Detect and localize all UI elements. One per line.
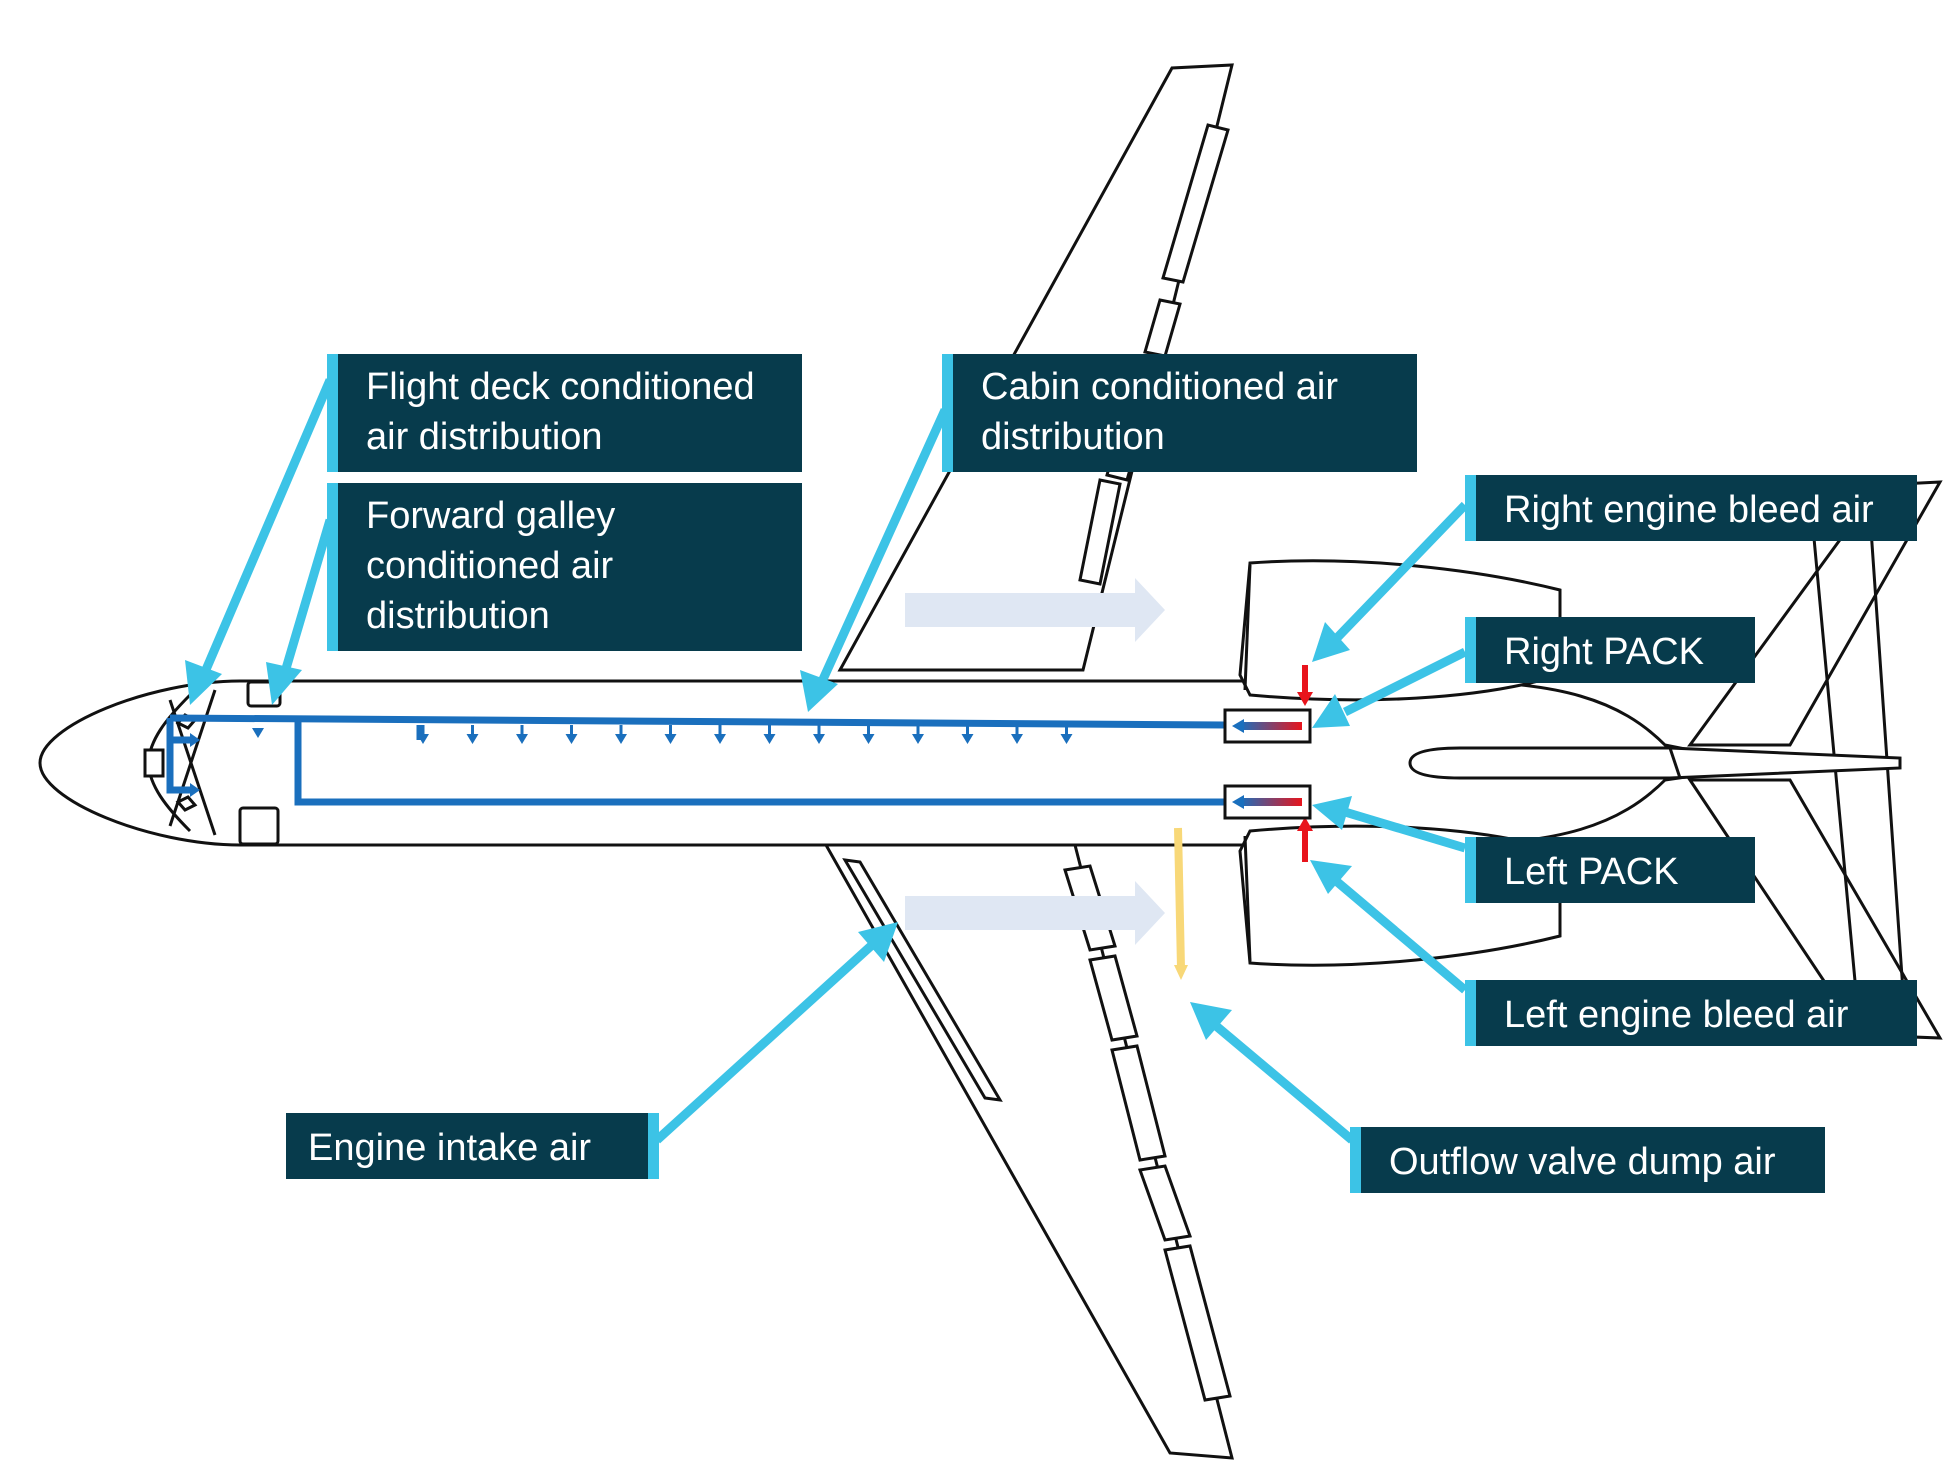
leader-lines [185,378,1469,1144]
down-arrow-icon [664,734,677,744]
left-pack-label: Left PACK [1465,837,1755,903]
forward-galley-label: Forward galley conditioned air distribut… [327,483,802,651]
outflow-valve-label: Outflow valve dump air [1350,1127,1825,1193]
down-arrow-icon [466,734,479,744]
lower-wing [823,843,1234,1460]
right-pack-label: Right PACK [1465,617,1755,683]
intake-air-arrows [905,578,1165,945]
down-arrow-icon [763,734,776,744]
down-arrow-icon [862,734,875,744]
down-arrow-icon [813,734,825,744]
cabin-label: Cabin conditioned air distribution [942,354,1417,472]
down-arrow-icon [912,734,924,744]
pack-box-icon [1223,708,1312,820]
down-arrow-icon [1060,734,1073,744]
down-arrow-icon [516,734,528,744]
down-arrow-icon [714,734,726,744]
conditioned-air-ducts [166,714,1226,806]
flight-deck-outlets [190,728,264,797]
engine-intake-label: Engine intake air [286,1113,659,1179]
down-arrow-icon [961,734,974,744]
left-engine-bleed-label: Left engine bleed air [1465,980,1917,1046]
down-arrow-icon [565,734,578,744]
outflow-dump-line [1174,827,1188,980]
bleed-air-lines [1297,665,1313,862]
down-arrow-icon [417,734,429,744]
right-engine-bleed-label: Right engine bleed air [1465,475,1917,541]
cabin-outlets [417,725,1073,744]
flight-deck-label: Flight deck conditioned air distribution [327,354,802,472]
down-arrow-icon [615,734,627,744]
down-arrow-icon [1011,734,1023,744]
vertical-fin [1408,746,1902,780]
